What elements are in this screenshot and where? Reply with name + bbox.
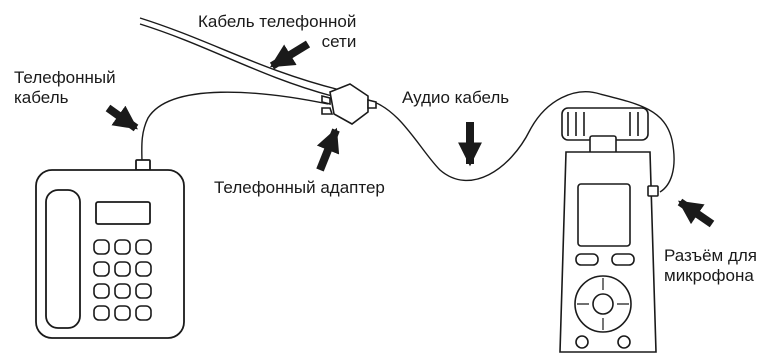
telephone-icon <box>35 159 185 339</box>
audio-cable <box>367 91 675 193</box>
adapter-icon <box>321 83 377 125</box>
voice-recorder-icon <box>559 107 659 353</box>
phone-cable <box>141 91 329 165</box>
arrow-mic-jack <box>677 198 715 228</box>
arrow-icon <box>105 40 715 228</box>
label-adapter: Телефонный адаптер <box>214 178 385 197</box>
arrow-phone-cable <box>105 104 139 132</box>
label-audio-cable: Аудио кабель <box>402 88 510 107</box>
arrow-adapter <box>316 127 340 172</box>
arrow-network-cable <box>269 40 311 70</box>
network-cable <box>139 17 341 97</box>
label-network-cable: Кабель телефонной сети <box>198 12 357 51</box>
label-mic-jack: Разъём для микрофона <box>664 246 757 285</box>
label-phone-cable: Телефонный кабель <box>14 68 116 107</box>
